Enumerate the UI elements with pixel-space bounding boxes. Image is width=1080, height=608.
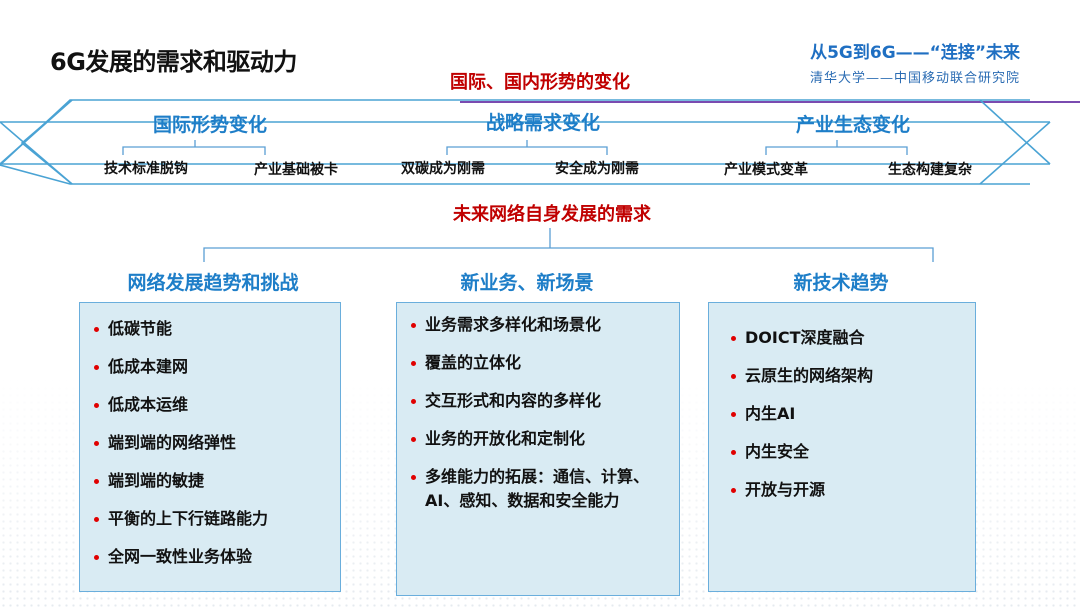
panel-network-trends: 低碳节能 低成本建网 低成本运维 端到端的网络弹性 端到端的敏捷 平衡的上下行链…: [79, 302, 341, 592]
list-item: DOICT深度融合: [729, 326, 975, 350]
list-item: 内生安全: [729, 440, 975, 464]
brand-sub: 清华大学——中国移动联合研究院: [809, 71, 1020, 86]
column-title-new-tech: 新技术趋势: [793, 272, 889, 294]
page-title: 6G发展的需求和驱动力: [50, 48, 297, 76]
column-title-network-trends: 网络发展趋势和挑战: [127, 272, 299, 294]
category-item: 生态构建复杂: [888, 162, 972, 178]
panel-new-services: 业务需求多样化和场景化 覆盖的立体化 交互形式和内容的多样化 业务的开放化和定制…: [396, 302, 680, 596]
panel-new-tech: DOICT深度融合 云原生的网络架构 内生AI 内生安全 开放与开源: [708, 302, 976, 592]
list-item: 内生AI: [729, 402, 975, 426]
list-item: 低成本运维: [92, 393, 340, 417]
brand-main: 从5G到6G——“连接”未来: [810, 43, 1020, 63]
category-title-international: 国际形势变化: [152, 114, 268, 136]
category-item: 产业基础被卡: [254, 162, 338, 178]
category-title-strategic: 战略需求变化: [485, 112, 601, 134]
brand-block: 从5G到6G——“连接”未来 清华大学——中国移动联合研究院: [810, 38, 1020, 86]
list-item: 覆盖的立体化: [409, 351, 665, 375]
section1-heading: 国际、国内形势的变化: [450, 72, 630, 93]
list-item: 业务需求多样化和场景化: [409, 313, 665, 337]
column-title-new-services: 新业务、新场景: [460, 272, 594, 294]
list-item: 低碳节能: [92, 317, 340, 341]
category-item: 产业模式变革: [724, 162, 808, 178]
list-item: 端到端的网络弹性: [92, 431, 340, 455]
list-item: 低成本建网: [92, 355, 340, 379]
category-item: 技术标准脱钩: [104, 161, 188, 177]
list-item: 交互形式和内容的多样化: [409, 389, 665, 413]
list-item: 开放与开源: [729, 478, 975, 502]
category-title-industry: 产业生态变化: [795, 114, 911, 136]
list-item: 端到端的敏捷: [92, 469, 340, 493]
list-item: 业务的开放化和定制化: [409, 427, 665, 451]
section2-heading: 未来网络自身发展的需求: [453, 204, 651, 225]
category-item: 双碳成为刚需: [401, 161, 485, 177]
list-item: 全网一致性业务体验: [92, 545, 340, 569]
divider-line: [460, 101, 1080, 103]
list-item: 云原生的网络架构: [729, 364, 975, 388]
list-item: 多维能力的拓展：通信、计算、AI、感知、数据和安全能力: [409, 465, 665, 513]
category-item: 安全成为刚需: [555, 161, 639, 177]
list-item: 平衡的上下行链路能力: [92, 507, 340, 531]
